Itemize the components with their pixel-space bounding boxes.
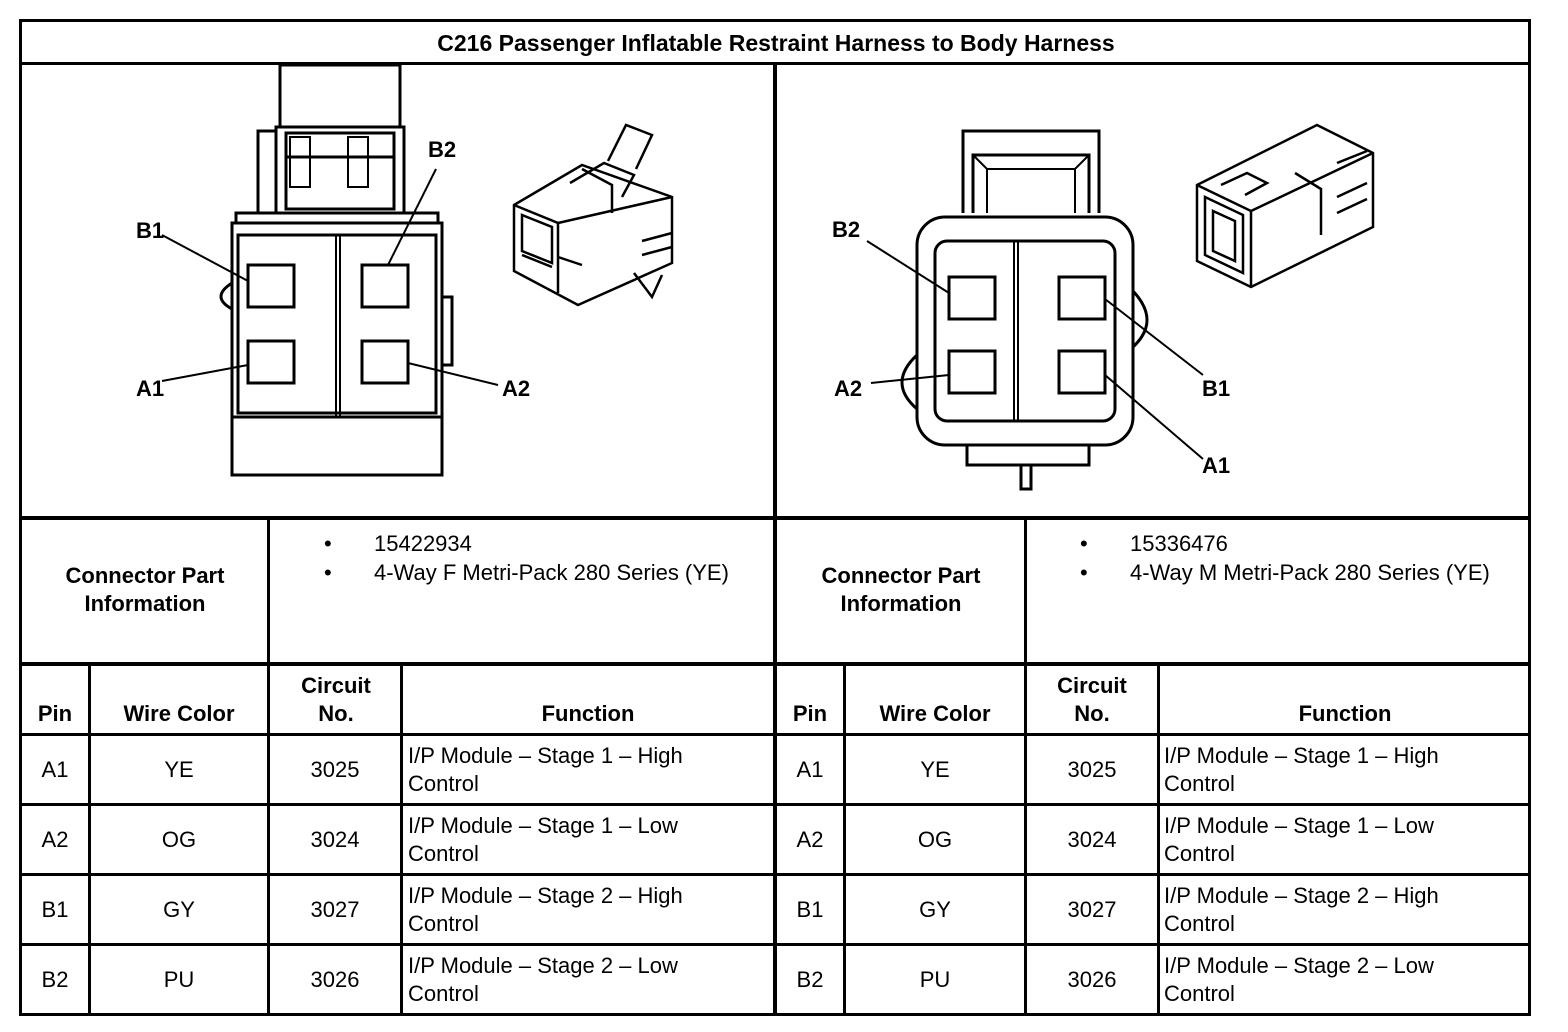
pin-label-b1: B1 — [1201, 376, 1231, 401]
wire-color-cell: YE — [164, 756, 194, 782]
pin-cavity-a2 — [947, 349, 997, 395]
divider — [400, 662, 403, 1016]
wire-color-cell: GY — [919, 896, 951, 922]
wire-color-cell: PU — [919, 966, 951, 992]
column-header-circuit: Circuit No. — [1057, 673, 1127, 726]
pin-label-b2: B2 — [427, 137, 457, 162]
wire-color-cell: PU — [163, 966, 195, 992]
leader-line-a1 — [161, 364, 249, 382]
divider — [88, 662, 91, 1016]
male-connector-diagram — [777, 65, 1530, 516]
function-cell: I/P Module – Stage 1 – Low Control — [1164, 812, 1434, 866]
pin-cavity-b2 — [947, 275, 997, 321]
pin-cell: B2 — [796, 966, 824, 992]
column-header-wire-color: Wire Color — [879, 701, 991, 726]
column-header-wire-color: Wire Color — [123, 701, 235, 726]
connector-face-front — [900, 129, 1149, 491]
leader-line-b2 — [866, 240, 950, 294]
pin-cell: A1 — [41, 756, 69, 782]
pin-cavity-a1 — [246, 339, 296, 385]
pin-cavity-b1 — [246, 263, 296, 309]
column-header-function: Function — [1298, 701, 1392, 726]
part-number: 15336476 — [1074, 529, 1514, 558]
connector-part-info-label: Connector Part Information — [65, 563, 225, 616]
pin-cell: B2 — [41, 966, 69, 992]
function-cell: I/P Module – Stage 1 – High Control — [408, 742, 683, 796]
pin-cavity-b1 — [1057, 275, 1107, 321]
function-cell: I/P Module – Stage 2 – High Control — [1164, 882, 1439, 936]
column-header-function: Function — [541, 701, 635, 726]
wire-color-cell: YE — [920, 756, 950, 782]
connector-part-info-label: Connector Part Information — [821, 563, 981, 616]
pin-cavity-a2 — [360, 339, 410, 385]
divider — [1024, 516, 1027, 1016]
wire-color-cell: OG — [161, 826, 197, 852]
page-title: C216 Passenger Inflatable Restraint Harn… — [437, 30, 1115, 56]
leader-line-a1 — [1104, 374, 1204, 460]
part-description: 4-Way F Metri-Pack 280 Series (YE) — [318, 558, 758, 587]
female-connector-diagram — [22, 65, 773, 516]
pin-cell: A2 — [41, 826, 69, 852]
part-description: 4-Way M Metri-Pack 280 Series (YE) — [1074, 558, 1514, 587]
pin-cell: B1 — [41, 896, 69, 922]
circuit-cell: 3026 — [1067, 966, 1117, 992]
pin-cell: A2 — [796, 826, 824, 852]
pin-cavity-b2 — [360, 263, 410, 309]
pin-label-a2: A2 — [501, 376, 531, 401]
pin-label-a1: A1 — [1201, 453, 1231, 478]
wire-color-cell: OG — [917, 826, 953, 852]
pin-label-b1: B1 — [135, 218, 165, 243]
pin-cavity-a1 — [1057, 349, 1107, 395]
leader-line-a2 — [407, 362, 499, 386]
function-cell: I/P Module – Stage 2 – Low Control — [408, 952, 678, 1006]
function-cell: I/P Module – Stage 1 – High Control — [1164, 742, 1439, 796]
function-cell: I/P Module – Stage 1 – Low Control — [408, 812, 678, 866]
pin-cell: A1 — [796, 756, 824, 782]
connector-isometric-view — [1195, 123, 1375, 289]
part-info-list: 15422934 4-Way F Metri-Pack 280 Series (… — [318, 529, 758, 587]
circuit-cell: 3027 — [310, 896, 360, 922]
connector-isometric-view — [512, 123, 674, 307]
function-cell: I/P Module – Stage 2 – High Control — [408, 882, 683, 936]
part-number: 15422934 — [318, 529, 758, 558]
column-header-pin: Pin — [37, 701, 73, 726]
leader-line-b2 — [387, 168, 437, 266]
circuit-cell: 3025 — [1067, 756, 1117, 782]
wire-color-cell: GY — [163, 896, 195, 922]
divider — [773, 62, 777, 1016]
leader-line-b1 — [1104, 298, 1204, 376]
leader-line-b1 — [161, 234, 249, 282]
circuit-cell: 3026 — [310, 966, 360, 992]
divider — [267, 516, 270, 1016]
column-header-circuit: Circuit No. — [301, 673, 371, 726]
pin-label-a2: A2 — [833, 376, 863, 401]
divider — [1157, 662, 1160, 1016]
part-info-list: 15336476 4-Way M Metri-Pack 280 Series (… — [1074, 529, 1514, 587]
circuit-cell: 3025 — [310, 756, 360, 782]
leader-line-a2 — [870, 374, 950, 384]
pin-cell: B1 — [796, 896, 824, 922]
circuit-cell: 3027 — [1067, 896, 1117, 922]
function-cell: I/P Module – Stage 2 – Low Control — [1164, 952, 1434, 1006]
circuit-cell: 3024 — [1067, 826, 1117, 852]
pin-label-a1: A1 — [135, 376, 165, 401]
divider — [843, 662, 846, 1016]
circuit-cell: 3024 — [310, 826, 360, 852]
pin-label-b2: B2 — [831, 217, 861, 242]
column-header-pin: Pin — [792, 701, 828, 726]
